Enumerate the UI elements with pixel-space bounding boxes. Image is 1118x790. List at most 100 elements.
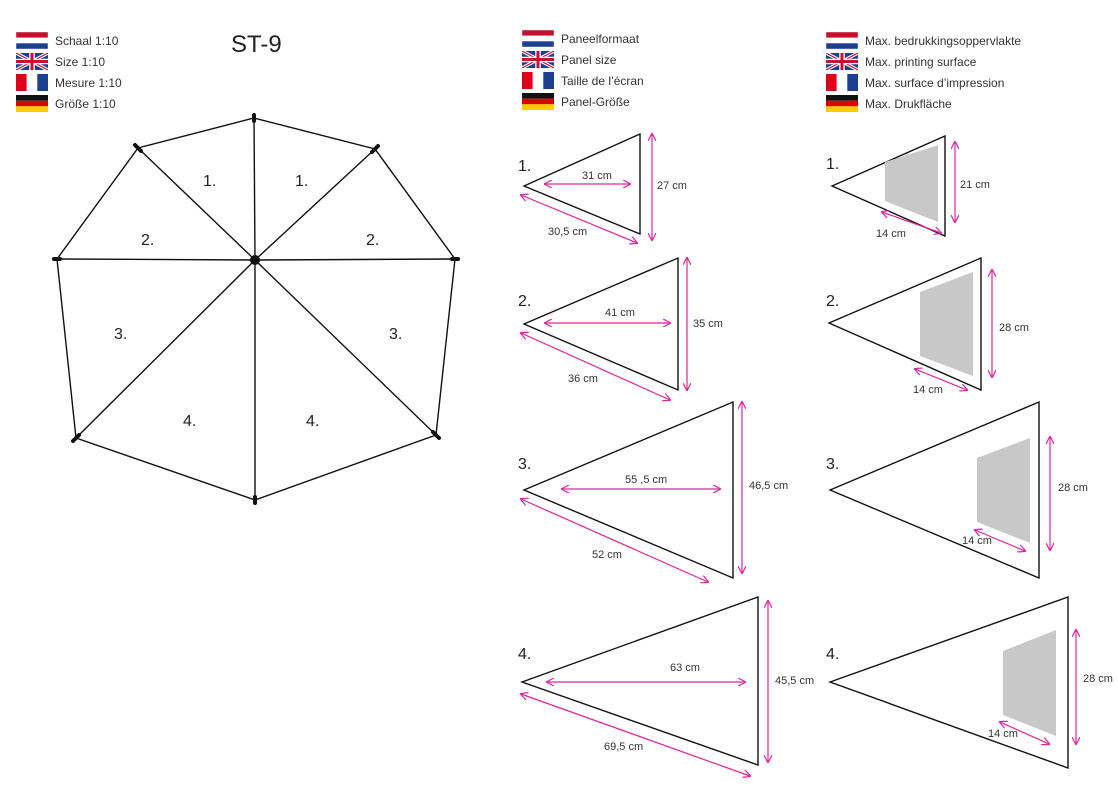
legend-scale-fr: Mesure 1:10 <box>55 75 122 90</box>
umbrella-rib <box>75 259 256 439</box>
umbrella-panel-labels: 1. 1. 2. 2. 3. 3. 4. 4. <box>114 173 402 430</box>
panel-triangle <box>827 256 982 392</box>
panel-number: 4. <box>826 646 839 663</box>
height-label: 46,5 cm <box>749 480 788 492</box>
print-height-label: 28 cm <box>1058 482 1088 494</box>
width-label: 31 cm <box>582 170 612 182</box>
dutch-flag-icon <box>16 32 48 49</box>
print-area <box>1003 630 1056 736</box>
panel-1-size: 1. 31 cm 27 cm 30,5 cm <box>518 132 687 243</box>
panel-triangle <box>827 596 1069 769</box>
slant-label: 30,5 cm <box>548 226 587 238</box>
legend-print-fr: Max. surface d’impression <box>865 75 1005 90</box>
panel-triangle <box>522 256 679 392</box>
legend-print-en: Max. printing surface <box>865 54 977 69</box>
legend-panel-size: Paneelformaat Panel size Taille de l’écr… <box>522 28 644 112</box>
german-flag-icon <box>16 95 48 112</box>
umbrella-center-hub <box>250 255 260 265</box>
french-flag-icon <box>16 74 48 91</box>
umbrella-label: 1. <box>203 173 216 190</box>
panel-number: 1. <box>518 158 531 175</box>
print-width-arrow <box>915 369 967 390</box>
height-label: 35 cm <box>693 318 723 330</box>
legend-row-german: Panel-Größe <box>522 91 644 112</box>
width-label: 41 cm <box>605 307 635 319</box>
legend-row-german: Größe 1:10 <box>16 93 122 114</box>
umbrella-rib <box>56 258 256 261</box>
panel-4-print: 4. 28 cm 14 cm <box>826 596 1113 769</box>
panel-2-size: 2. 41 cm 35 cm 36 cm <box>518 256 723 400</box>
legend-row-english: Size 1:10 <box>16 51 122 72</box>
legend-scale-de: Größe 1:10 <box>55 96 116 111</box>
umbrella-rib <box>254 258 456 261</box>
legend-print-de: Max. Drukfläche <box>865 96 952 111</box>
umbrella-top-view <box>52 113 460 505</box>
print-area <box>885 145 938 222</box>
legend-print-nl: Max. bedrukkingsoppervlakte <box>865 33 1022 48</box>
width-label: 63 cm <box>670 662 700 674</box>
panel-number: 1. <box>826 156 839 173</box>
legend-row-french: Max. surface d’impression <box>826 72 1021 93</box>
dutch-flag-icon <box>522 30 554 47</box>
dutch-flag-icon <box>826 32 858 49</box>
uk-flag-icon <box>522 51 554 68</box>
height-label: 45,5 cm <box>775 675 814 687</box>
legend-scale: Schaal 1:10 Size 1:10 Mesure 1:10 Größe … <box>16 30 122 114</box>
model-title: ST-9 <box>231 31 282 58</box>
print-area <box>920 272 973 376</box>
uk-flag-icon <box>826 53 858 70</box>
umbrella-rib <box>254 259 437 436</box>
legend-scale-nl: Schaal 1:10 <box>55 33 119 48</box>
rib-tip <box>370 144 380 154</box>
umbrella-outline <box>56 117 456 501</box>
legend-row-english: Panel size <box>522 49 644 70</box>
umbrella-label: 3. <box>114 326 127 343</box>
print-surface-column: 1. 21 cm 14 cm 2. 28 cm 14 cm 3. 28 cm <box>826 134 1113 769</box>
print-width-arrow <box>1000 722 1049 744</box>
panel-number: 4. <box>518 646 531 663</box>
slant-label: 36 cm <box>568 373 598 385</box>
print-width-label: 14 cm <box>962 535 992 547</box>
legend-row-english: Max. printing surface <box>826 51 1021 72</box>
print-width-label: 14 cm <box>913 384 943 396</box>
legend-panel-de: Panel-Größe <box>561 94 630 109</box>
legend-row-french: Mesure 1:10 <box>16 72 122 93</box>
panel-triangle <box>828 400 1040 580</box>
umbrella-label: 2. <box>366 232 379 249</box>
panel-number: 3. <box>826 456 839 473</box>
umbrella-label: 4. <box>183 413 196 430</box>
slant-label: 69,5 cm <box>604 741 643 753</box>
umbrella-rib <box>253 117 256 261</box>
umbrella-label: 1. <box>295 173 308 190</box>
print-width-label: 14 cm <box>988 728 1018 740</box>
slant-dimension-arrow <box>521 333 670 400</box>
panel-size-column: 1. 31 cm 27 cm 30,5 cm 2. 41 cm 35 cm 36… <box>518 132 814 776</box>
umbrella-label: 3. <box>389 326 402 343</box>
print-height-label: 21 cm <box>960 179 990 191</box>
umbrella-rib <box>254 148 376 261</box>
print-height-label: 28 cm <box>999 322 1029 334</box>
french-flag-icon <box>522 72 554 89</box>
legend-row-dutch: Max. bedrukkingsoppervlakte <box>826 30 1021 51</box>
german-flag-icon <box>522 93 554 110</box>
panel-number: 3. <box>518 456 531 473</box>
rib-tip <box>71 433 81 443</box>
panel-1-print: 1. 21 cm 14 cm <box>826 134 990 240</box>
print-area <box>977 438 1030 543</box>
legend-scale-en: Size 1:10 <box>55 54 106 69</box>
legend-row-french: Taille de l’écran <box>522 70 644 91</box>
panel-number: 2. <box>518 293 531 310</box>
panel-4-size: 4. 63 cm 45,5 cm 69,5 cm <box>518 596 814 776</box>
legend-print-surface: Max. bedrukkingsoppervlakte Max. printin… <box>826 30 1021 114</box>
german-flag-icon <box>826 95 858 112</box>
legend-row-dutch: Schaal 1:10 <box>16 30 122 51</box>
panel-triangle <box>522 400 734 580</box>
legend-panel-en: Panel size <box>561 52 617 67</box>
rib-tip <box>431 430 441 440</box>
slant-dimension-arrow <box>521 499 708 582</box>
uk-flag-icon <box>16 53 48 70</box>
rib-tip <box>133 143 143 153</box>
width-label: 55 ,5 cm <box>625 474 667 486</box>
print-width-arrow <box>882 212 941 233</box>
